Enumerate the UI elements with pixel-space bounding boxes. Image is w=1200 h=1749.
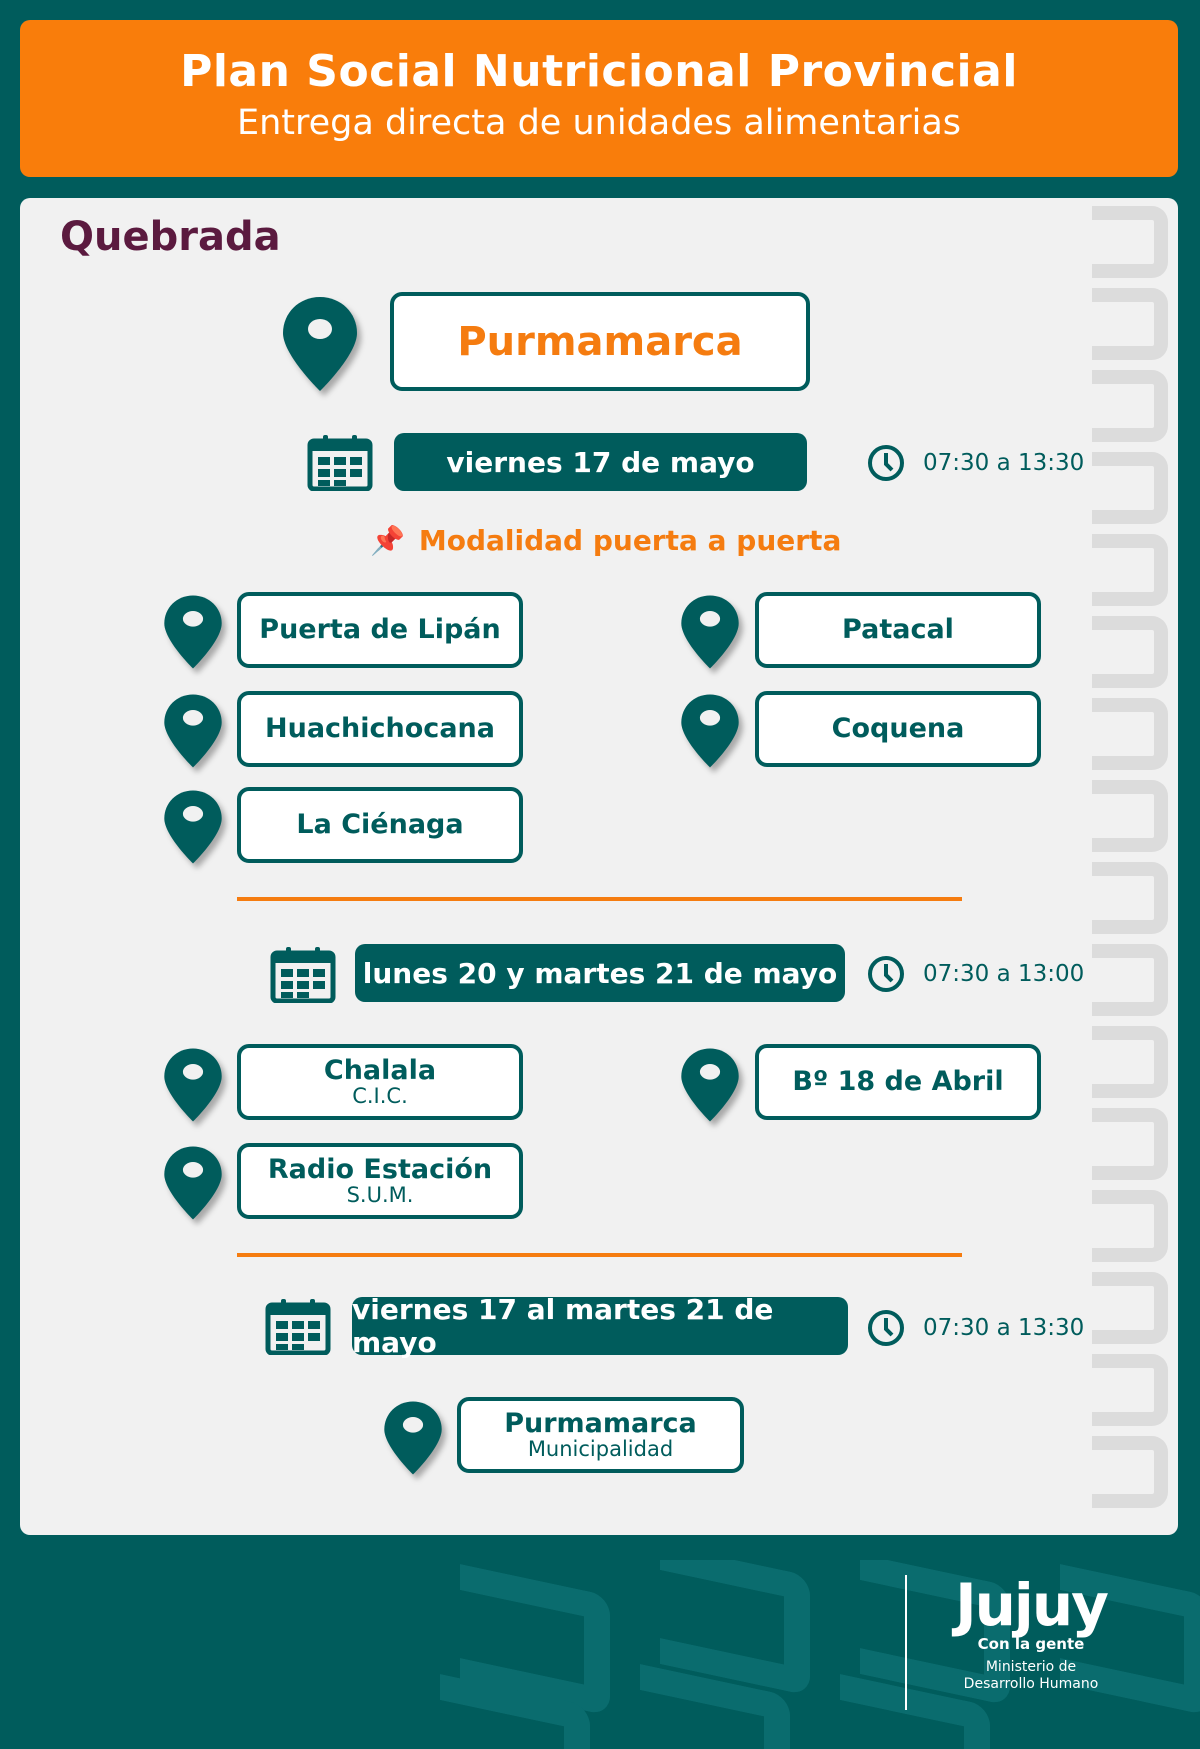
header-subtitle: Entrega directa de unidades alimentarias xyxy=(236,103,961,143)
location-name: Puerta de Lipán xyxy=(259,614,501,646)
location-pin-icon xyxy=(681,595,739,669)
location-pin-icon xyxy=(681,1048,739,1122)
time-range: 07:30 a 13:00 xyxy=(867,955,1084,993)
location-box: Puerta de Lipán xyxy=(237,592,523,668)
main-location-label: Purmamarca xyxy=(457,318,743,365)
location-pin-icon xyxy=(164,1048,222,1122)
pushpin-icon: 📌 xyxy=(370,524,405,557)
location-name: Purmamarca xyxy=(504,1407,697,1439)
calendar-icon xyxy=(270,947,336,1003)
modality-label: Modalidad puerta a puerta xyxy=(418,524,842,557)
section-divider xyxy=(237,897,962,901)
calendar-icon xyxy=(307,435,373,491)
location-box: Coquena xyxy=(755,691,1041,767)
location-name: Huachichocana xyxy=(265,713,495,745)
location-pin-icon xyxy=(164,595,222,669)
clock-icon xyxy=(868,445,904,481)
section-divider xyxy=(237,1253,962,1257)
time-label: 07:30 a 13:30 xyxy=(923,450,1085,476)
clock-icon xyxy=(868,1310,904,1346)
location-pin-icon xyxy=(681,694,739,768)
region-title: Quebrada xyxy=(60,214,281,260)
decorative-pattern xyxy=(1080,206,1168,1526)
location-pin-icon xyxy=(283,297,357,391)
location-box: La Ciénaga xyxy=(237,787,523,863)
location-name: Chalala xyxy=(323,1054,437,1086)
header-banner: Plan Social Nutricional Provincial Entre… xyxy=(20,20,1178,177)
location-pin-icon xyxy=(164,790,222,864)
location-name: La Ciénaga xyxy=(296,809,464,841)
time-range: 07:30 a 13:30 xyxy=(867,1309,1084,1347)
main-location-box: Purmamarca xyxy=(390,292,810,391)
ministry-line2: Desarrollo Humano xyxy=(963,1676,1099,1692)
logo-slogan: Con la gente xyxy=(977,1635,1085,1653)
location-name: Patacal xyxy=(842,614,954,646)
location-box: Patacal xyxy=(755,592,1041,668)
time-label: 07:30 a 13:30 xyxy=(923,1315,1085,1341)
ministry-line1: Ministerio de xyxy=(985,1659,1077,1675)
location-box: Bº 18 de Abril xyxy=(755,1044,1041,1120)
clock-icon xyxy=(868,956,904,992)
logo-wordmark: Jujuy xyxy=(955,1571,1109,1639)
location-pin-icon xyxy=(384,1401,442,1475)
calendar-icon xyxy=(265,1299,331,1355)
location-name: Radio Estación xyxy=(267,1153,493,1185)
location-pin-icon xyxy=(164,1146,222,1220)
date-pill: viernes 17 al martes 21 de mayo xyxy=(352,1293,848,1359)
location-subtitle: Municipalidad xyxy=(527,1437,674,1462)
location-subtitle: S.U.M. xyxy=(346,1183,414,1208)
location-name: Bº 18 de Abril xyxy=(792,1066,1004,1098)
location-box: Huachichocana xyxy=(237,691,523,767)
location-subtitle: C.I.C. xyxy=(352,1084,408,1109)
time-label: 07:30 a 13:00 xyxy=(923,961,1085,987)
header-title: Plan Social Nutricional Provincial xyxy=(180,46,1018,97)
time-range: 07:30 a 13:30 xyxy=(867,444,1084,482)
modality-note: 📌 Modalidad puerta a puerta xyxy=(370,524,841,557)
location-pin-icon xyxy=(164,694,222,768)
location-name: Coquena xyxy=(831,713,965,745)
date-pill: lunes 20 y martes 21 de mayo xyxy=(355,944,845,1002)
date-pill: viernes 17 de mayo xyxy=(394,433,807,491)
